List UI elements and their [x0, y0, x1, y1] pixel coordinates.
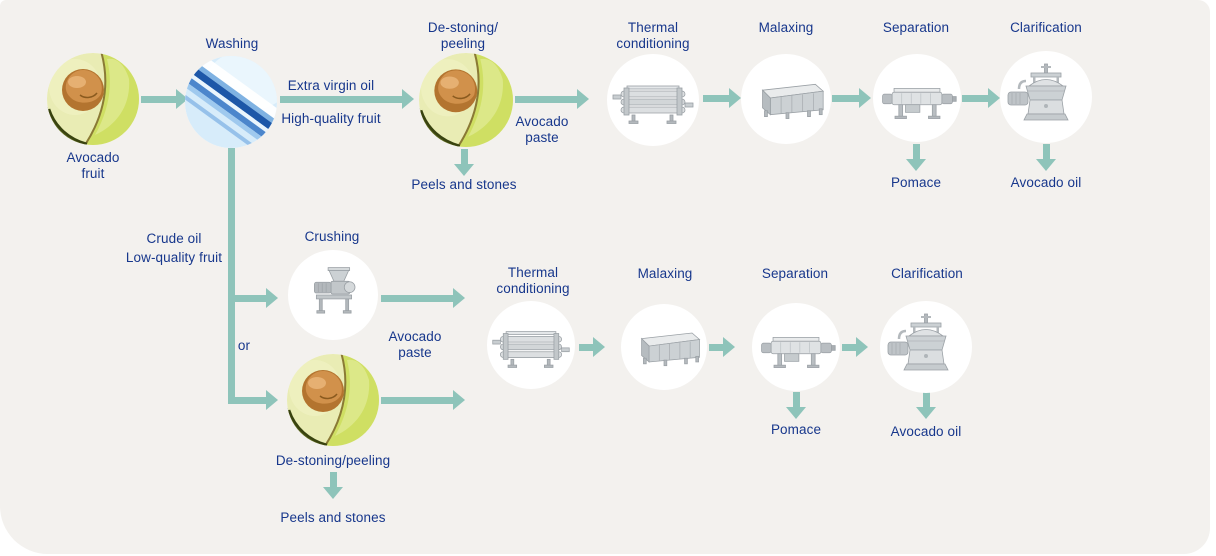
node-washing	[185, 56, 277, 148]
label-malaxing-bottom: Malaxing	[637, 266, 693, 281]
label-destoning-top: De-stoning/ peeling	[427, 20, 499, 52]
arrow-branch-to-crushing	[228, 294, 266, 302]
avocado-photo-icon	[287, 354, 379, 446]
arrow-thermal-to-malaxing-top	[703, 94, 729, 102]
arrow-separation-to-clarification-top	[962, 94, 988, 102]
arrow-destoning-to-peels-top	[460, 149, 468, 164]
node-destoning-top	[419, 53, 513, 147]
label-clarification-bottom: Clarification	[891, 266, 963, 281]
label-avocado-paste-bottom: Avocado paste	[388, 329, 442, 361]
node-separation-bottom	[752, 303, 840, 391]
label-avocado-oil-top: Avocado oil	[1010, 175, 1082, 190]
decanter-centrifuge-icon	[752, 303, 840, 391]
node-clarification-bottom	[880, 301, 972, 393]
label-avocado-paste-top: Avocado paste	[515, 114, 569, 146]
arrow-thermal-to-malaxing-bottom	[579, 343, 593, 351]
node-malaxing-top	[741, 54, 831, 144]
arrow-separation-to-pomace-top	[912, 144, 920, 159]
label-pomace-bottom: Pomace	[770, 422, 822, 437]
disc-centrifuge-icon	[1000, 51, 1092, 143]
disc-centrifuge-icon	[880, 301, 972, 393]
arrow-malaxing-to-separation-top	[832, 94, 859, 102]
node-separation-top	[873, 54, 961, 142]
arrow-clarification-to-oil-top	[1042, 144, 1050, 159]
label-thermal-top: Thermal conditioning	[616, 20, 690, 52]
malaxer-tank-icon	[621, 304, 707, 390]
label-high-quality-fruit: High-quality fruit	[281, 111, 381, 126]
tubular-heat-exchanger-icon	[487, 301, 575, 389]
tubular-heat-exchanger-icon	[607, 54, 699, 146]
arrow-destoning-bottom-to-thermal	[381, 396, 453, 404]
avocado-photo-icon	[47, 53, 139, 145]
node-avocado-fruit	[47, 53, 139, 145]
arrow-washing-to-destoning	[280, 95, 402, 103]
arrow-avocado-to-washing	[141, 95, 176, 103]
arrow-crushing-to-thermal	[381, 294, 453, 302]
label-avocado-oil-bottom: Avocado oil	[890, 424, 962, 439]
malaxer-tank-icon	[741, 54, 831, 144]
arrow-separation-to-clarification-bottom	[842, 343, 856, 351]
label-extra-virgin-oil: Extra virgin oil	[287, 78, 375, 93]
label-avocado-fruit: Avocado fruit	[66, 150, 120, 182]
arrow-destoning-bottom-to-peels	[329, 472, 337, 487]
label-destoning-bottom: De-stoning/peeling	[275, 453, 391, 468]
label-malaxing-top: Malaxing	[758, 20, 814, 35]
water-wave-icon	[185, 56, 277, 148]
arrow-separation-to-pomace-bottom	[792, 392, 800, 407]
node-malaxing-bottom	[621, 304, 707, 390]
arrow-destoning-to-thermal	[515, 95, 577, 103]
label-separation-top: Separation	[882, 20, 950, 35]
line-washing-to-crude-branch	[228, 148, 235, 404]
crusher-mill-icon	[288, 250, 378, 340]
arrow-malaxing-to-separation-bottom	[709, 343, 723, 351]
label-or: or	[237, 338, 251, 353]
node-thermal-bottom	[487, 301, 575, 389]
arrow-clarification-to-oil-bottom	[922, 392, 930, 407]
label-low-quality-fruit: Low-quality fruit	[125, 250, 223, 266]
label-pomace-top: Pomace	[890, 175, 942, 190]
label-peels-and-stones-top: Peels and stones	[411, 177, 517, 192]
label-peels-and-stones-bottom: Peels and stones	[280, 510, 386, 525]
node-clarification-top	[1000, 51, 1092, 143]
node-crushing	[288, 250, 378, 340]
label-crude-oil: Crude oil	[146, 231, 202, 246]
label-separation-bottom: Separation	[761, 266, 829, 281]
decanter-centrifuge-icon	[873, 54, 961, 142]
node-destoning-bottom	[287, 354, 379, 446]
label-washing: Washing	[205, 36, 259, 51]
node-thermal-top	[607, 54, 699, 146]
arrow-branch-to-destoning-bottom	[228, 396, 266, 404]
label-crushing: Crushing	[304, 229, 360, 244]
label-clarification-top: Clarification	[1010, 20, 1082, 35]
label-thermal-bottom: Thermal conditioning	[496, 265, 570, 297]
avocado-photo-icon	[419, 53, 513, 147]
